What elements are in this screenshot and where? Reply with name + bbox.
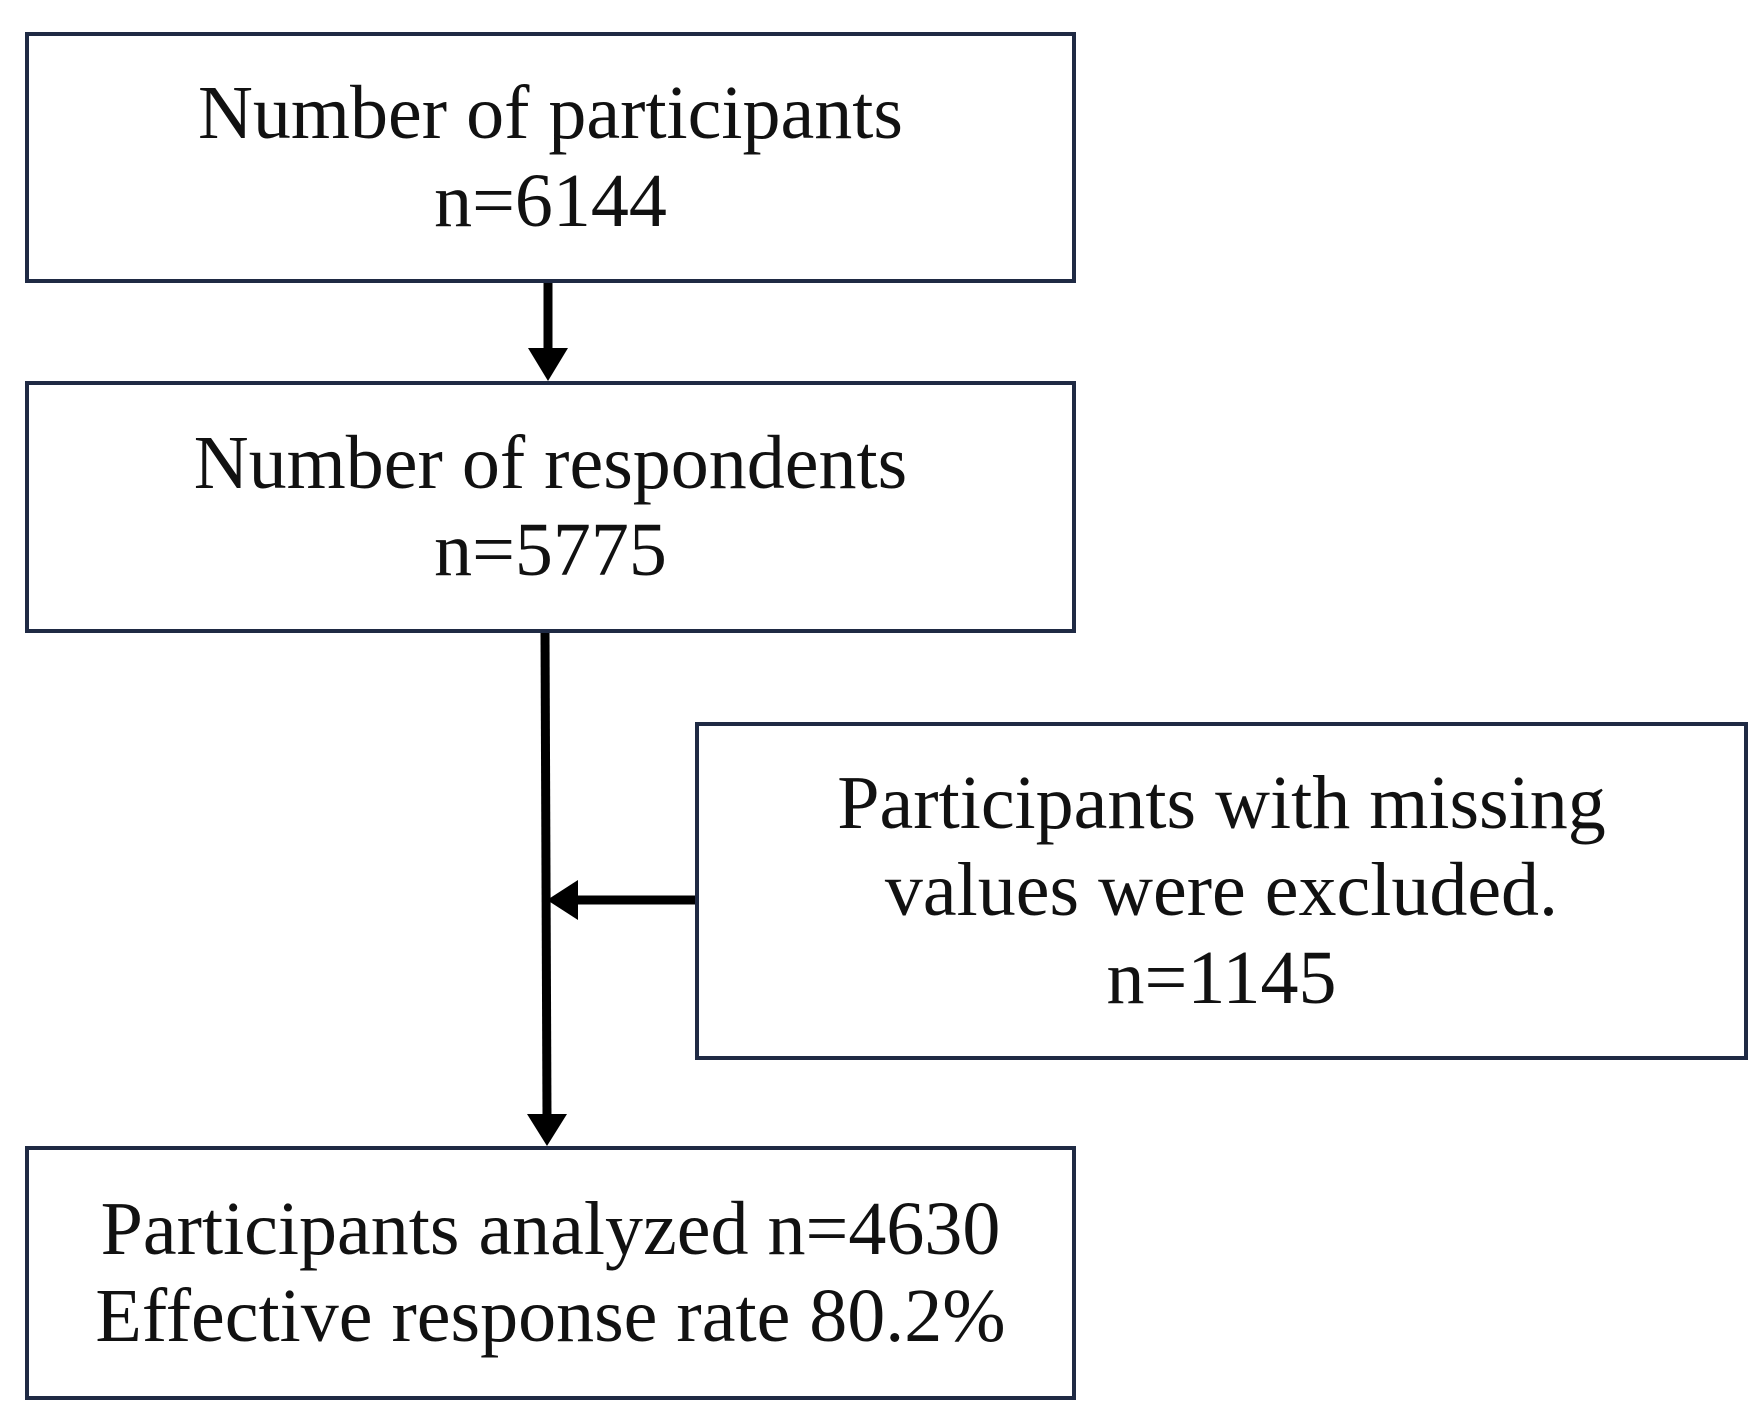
excluded-label-line1: Participants with missing [837,760,1606,845]
respondents-count: n=5775 [434,508,667,592]
respondents-label: Number of respondents [193,420,908,505]
response-rate: Effective response rate 80.2% [95,1274,1006,1358]
analyzed-count: Participants analyzed n=4630 [100,1186,1001,1271]
arrowhead-left-to-main-line [547,880,578,920]
arrow-respondents-to-analyzed-line [540,632,552,1119]
excluded-label-line2: values were excluded. [884,848,1559,933]
excluded-box: Participants with missing values were ex… [695,722,1748,1060]
excluded-count: n=1145 [1106,935,1337,1020]
respondents-box: Number of respondents n=5775 [25,381,1076,633]
participants-count: n=6144 [434,158,667,243]
analyzed-box: Participants analyzed n=4630 Effective r… [25,1146,1076,1400]
arrowhead-down-to-respondents [528,348,568,381]
arrowhead-down-to-analyzed [527,1114,567,1146]
participants-box: Number of participants n=6144 [25,32,1076,283]
participants-label: Number of participants [198,71,903,156]
